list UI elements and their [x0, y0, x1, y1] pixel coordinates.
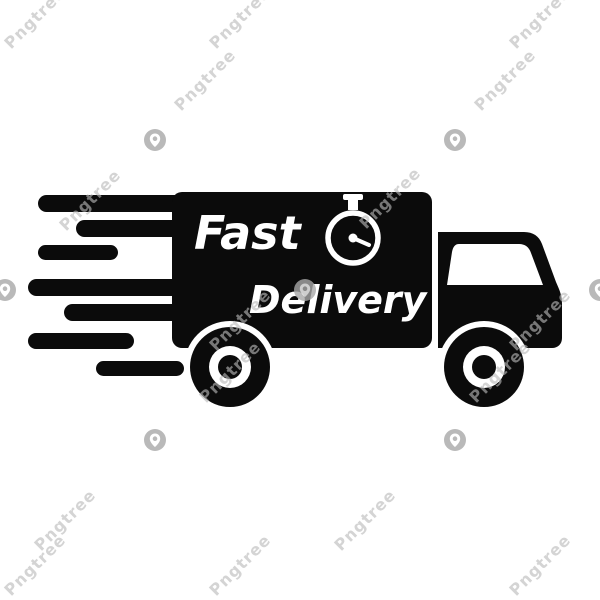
speed-line [38, 245, 118, 260]
stopwatch-icon [325, 194, 381, 266]
speed-line [38, 195, 184, 212]
truck-cab-window [447, 244, 543, 285]
logo-word-fast: Fast [194, 206, 303, 260]
truck-cargo-box [172, 192, 432, 348]
truck-wheel-rear [184, 321, 276, 413]
speed-line [28, 333, 134, 349]
truck-wheel-front [438, 321, 530, 413]
speed-line [64, 304, 184, 321]
speed-line [28, 279, 184, 296]
speed-line [96, 361, 184, 376]
logo-word-delivery: Delivery [249, 278, 429, 322]
speed-line [76, 220, 184, 237]
